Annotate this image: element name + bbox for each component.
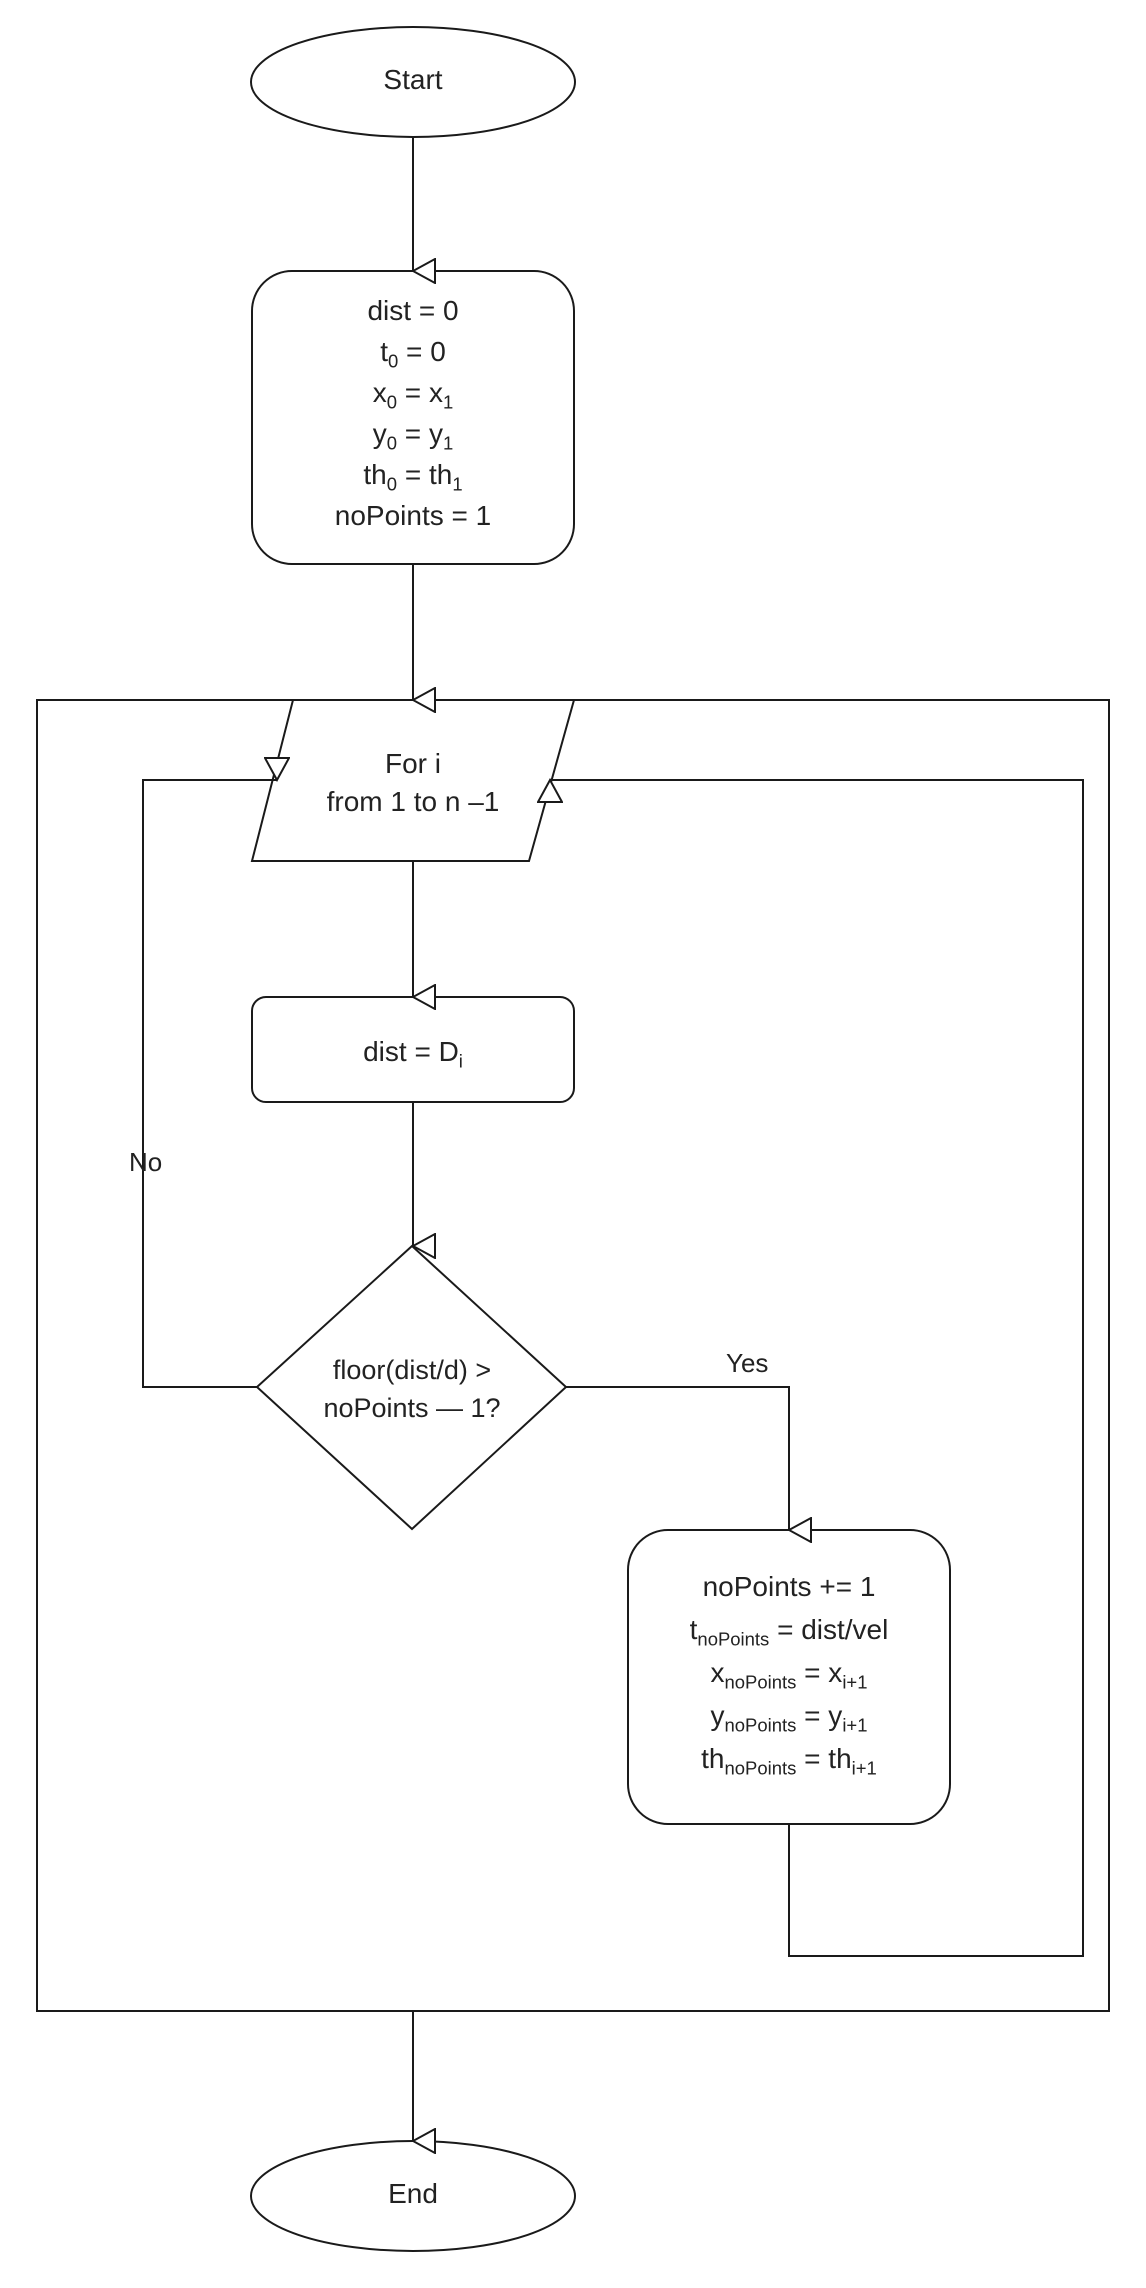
end-text: End [388, 2178, 438, 2209]
assign-label: dist = Di [363, 1036, 463, 1072]
decision-diamond [255, 1244, 568, 1531]
decision-line-1: floor(dist/d) > [332, 1355, 492, 1385]
update-line-nopoints: noPoints += 1 [702, 1571, 876, 1602]
init-line-t: t0 = 0 [380, 336, 446, 372]
update-line-x: xnoPoints = xi+1 [710, 1657, 868, 1693]
init-text-block: dist = 0 t0 = 0 x0 = x1 y0 = y1 th0 = th… [252, 290, 574, 536]
update-line-th: thnoPoints = thi+1 [701, 1743, 877, 1779]
loop-label: For i from 1 to n –1 [252, 745, 574, 821]
update-text-block: noPoints += 1 tnoPoints = dist/vel xnoPo… [628, 1565, 950, 1780]
decision-line-2: noPoints — 1? [323, 1393, 501, 1423]
start-text: Start [383, 64, 443, 95]
init-line-th: th0 = th1 [363, 459, 463, 495]
init-line-x: x0 = x1 [372, 377, 454, 413]
decision-label: floor(dist/d) > noPoints — 1? [262, 1351, 562, 1427]
update-line-y: ynoPoints = yi+1 [710, 1700, 868, 1736]
init-line-dist: dist = 0 [367, 295, 459, 326]
no-edge-label: No [129, 1147, 163, 1177]
loop-line-1: For i [385, 748, 441, 779]
loop-parallelogram [250, 699, 576, 862]
edge-decision-no [142, 780, 277, 1388]
edge-update-to-loop [550, 780, 1084, 1957]
loop-line-2: from 1 to n –1 [326, 786, 500, 817]
update-line-t: tnoPoints = dist/vel [689, 1614, 889, 1650]
end-label: End [252, 2180, 574, 2208]
init-line-nopoints: noPoints = 1 [334, 500, 492, 531]
init-line-y: y0 = y1 [372, 418, 454, 454]
yes-edge-label: Yes [726, 1348, 769, 1378]
loop-container [36, 699, 1110, 2012]
edge-decision-yes [566, 1386, 789, 1530]
start-label: Start [252, 66, 574, 94]
